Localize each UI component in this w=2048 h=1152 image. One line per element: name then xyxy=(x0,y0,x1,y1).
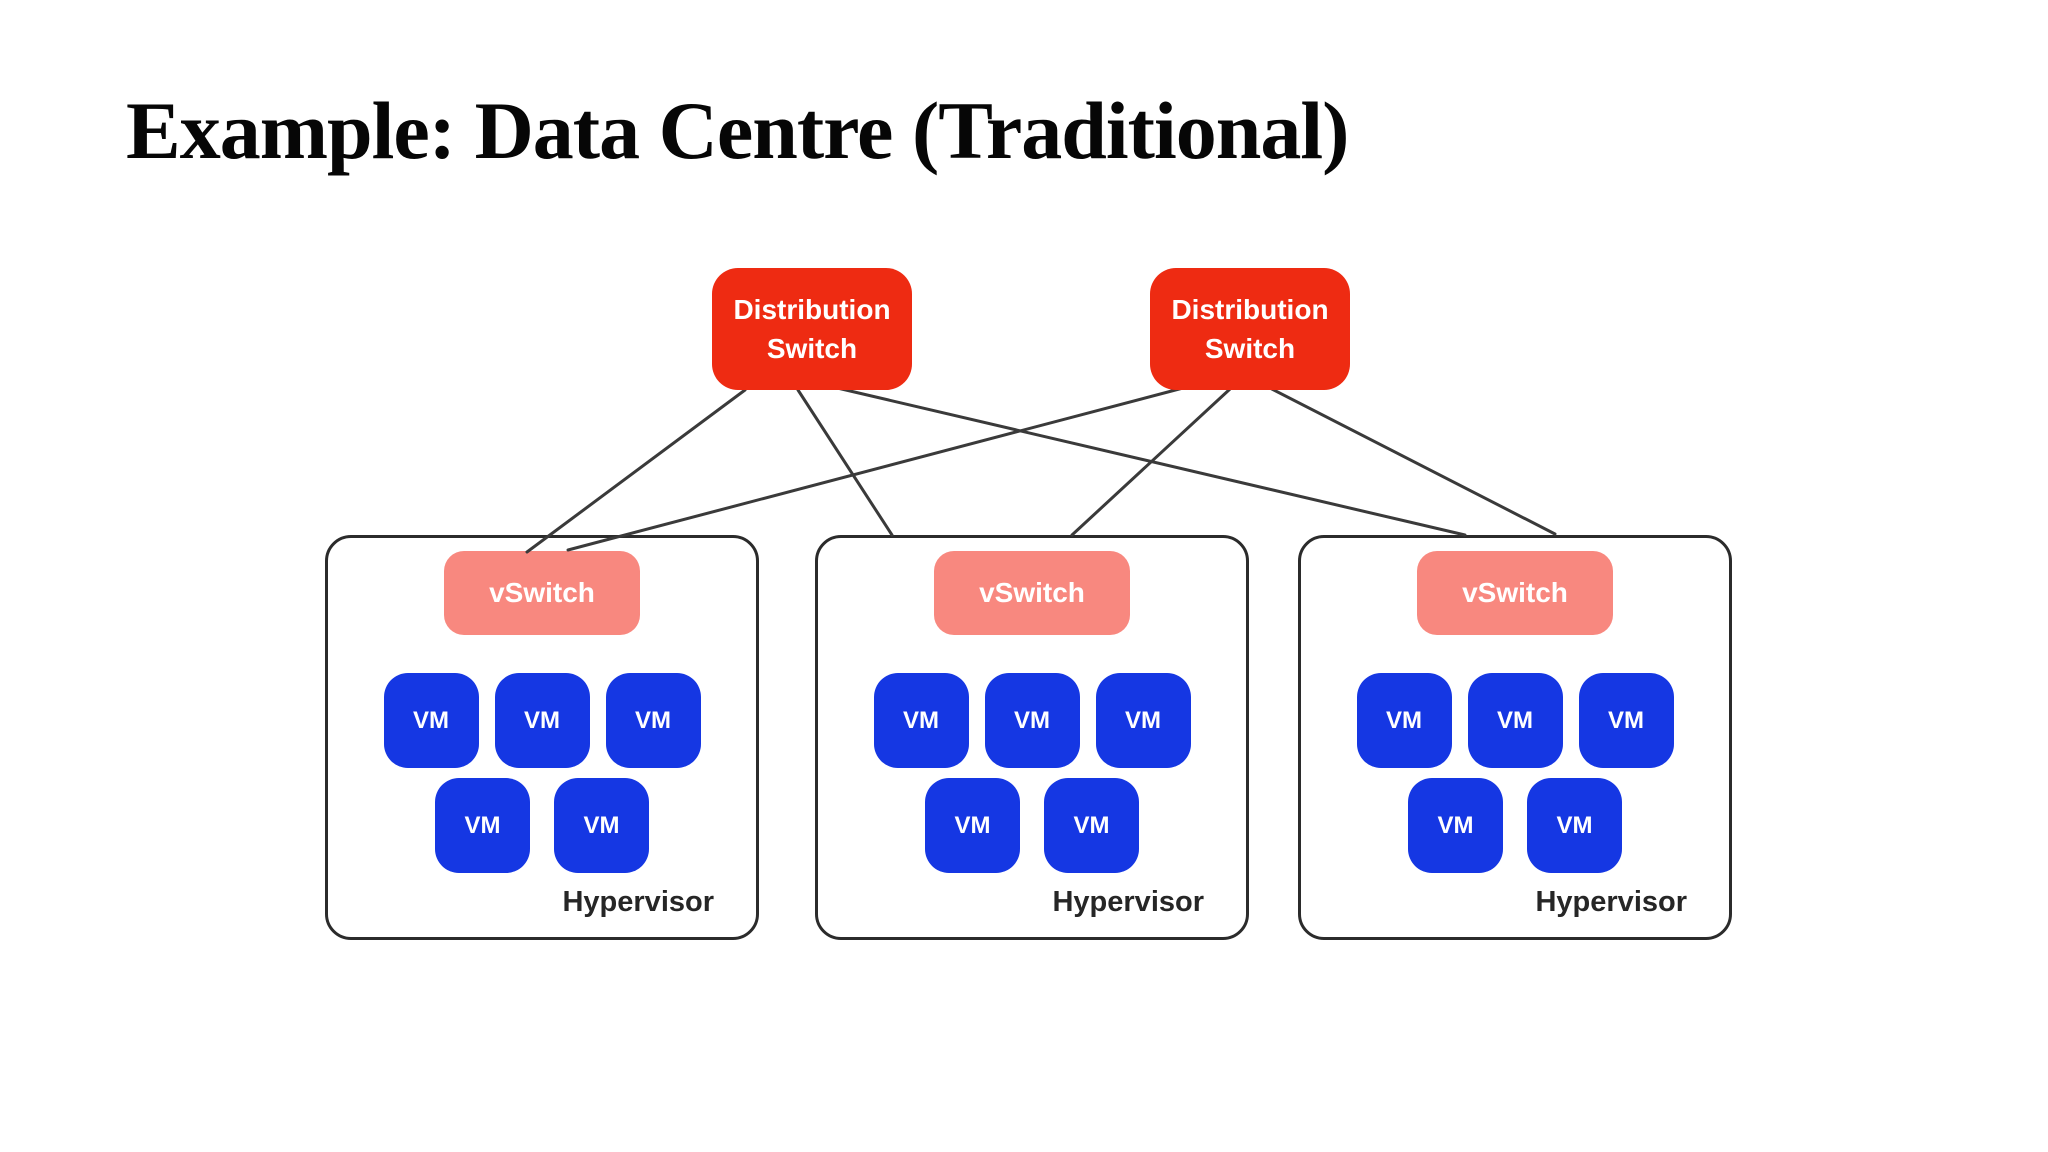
connection-line-dist-switch-1-to-hypervisor-1-vswitch xyxy=(525,388,747,554)
vm-box: VM xyxy=(1527,778,1622,873)
connection-line-dist-switch-2-to-hypervisor-1-vswitch xyxy=(566,386,1185,552)
vswitch-1: vSwitch xyxy=(444,551,640,635)
vm-box: VM xyxy=(1578,673,1674,768)
hypervisor-box-1: vSwitch VM VM VM VM VM Hypervisor xyxy=(325,535,759,940)
vm-row-1: VM VM VM xyxy=(328,673,756,768)
hypervisor-box-3: vSwitch VM VM VM VM VM Hypervisor xyxy=(1298,535,1732,940)
vm-box: VM xyxy=(925,778,1020,873)
vm-box: VM xyxy=(554,778,649,873)
vm-box: VM xyxy=(1095,673,1191,768)
distribution-switch-1: Distribution Switch xyxy=(712,268,912,390)
vm-box: VM xyxy=(1044,778,1139,873)
vm-row-2: VM VM xyxy=(1301,778,1729,873)
connection-line-dist-switch-1-to-hypervisor-2 xyxy=(796,388,894,537)
vm-box: VM xyxy=(873,673,969,768)
vswitch-3: vSwitch xyxy=(1417,551,1613,635)
connection-line-dist-switch-2-to-hypervisor-2 xyxy=(1070,387,1232,537)
hypervisor-2-label: Hypervisor xyxy=(1052,886,1204,918)
vm-box: VM xyxy=(605,673,701,768)
vswitch-1-label: vSwitch xyxy=(489,577,595,608)
vm-row-1: VM VM VM xyxy=(1301,673,1729,768)
vm-box: VM xyxy=(1356,673,1452,768)
vm-box: VM xyxy=(1408,778,1503,873)
vswitch-3-label: vSwitch xyxy=(1462,577,1568,608)
vm-row-1: VM VM VM xyxy=(818,673,1246,768)
hypervisor-box-2: vSwitch VM VM VM VM VM Hypervisor xyxy=(815,535,1249,940)
slide-title: Example: Data Centre (Traditional) xyxy=(126,85,1349,176)
vm-box: VM xyxy=(383,673,479,768)
distribution-switch-2-label: Distribution Switch xyxy=(1171,294,1329,364)
connection-line-dist-switch-1-to-hypervisor-3 xyxy=(831,385,1467,537)
vm-box: VM xyxy=(1467,673,1563,768)
hypervisor-3-label: Hypervisor xyxy=(1535,886,1687,918)
hypervisor-1-label: Hypervisor xyxy=(562,886,714,918)
vm-box: VM xyxy=(494,673,590,768)
connection-line-dist-switch-2-to-hypervisor-3 xyxy=(1266,385,1557,536)
vm-row-2: VM VM xyxy=(818,778,1246,873)
distribution-switch-1-label: Distribution Switch xyxy=(733,294,891,364)
vswitch-2-label: vSwitch xyxy=(979,577,1085,608)
vm-row-2: VM VM xyxy=(328,778,756,873)
vm-box: VM xyxy=(435,778,530,873)
distribution-switch-2: Distribution Switch xyxy=(1150,268,1350,390)
vswitch-2: vSwitch xyxy=(934,551,1130,635)
vm-box: VM xyxy=(984,673,1080,768)
